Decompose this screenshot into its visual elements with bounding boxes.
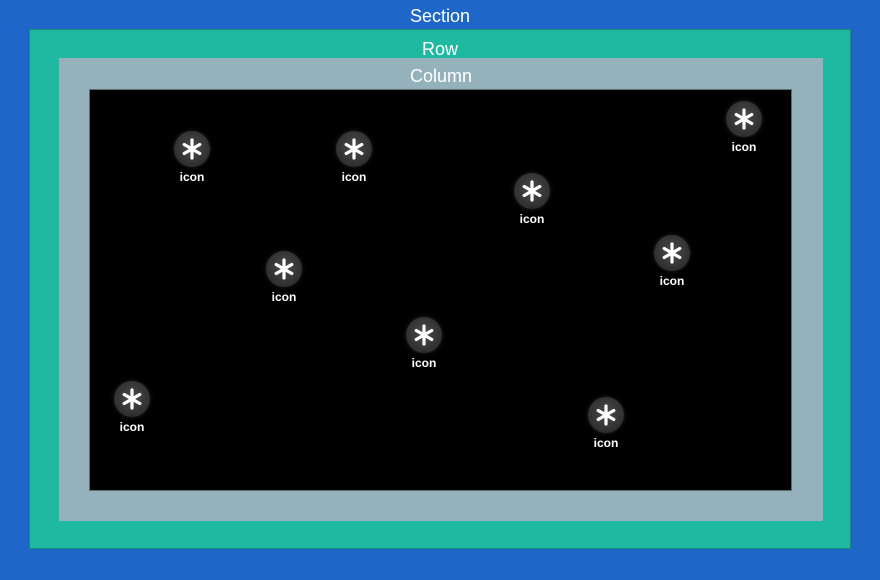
icon-label: icon bbox=[593, 436, 619, 450]
icon-label: icon bbox=[659, 274, 685, 288]
icon-label: icon bbox=[179, 170, 205, 184]
asterisk-icon bbox=[588, 397, 624, 433]
icon-node[interactable]: icon bbox=[642, 235, 702, 291]
icon-node[interactable]: icon bbox=[394, 317, 454, 373]
icon-label: icon bbox=[341, 170, 367, 184]
icon-label: icon bbox=[411, 356, 437, 370]
section-label: Section bbox=[409, 6, 471, 26]
icon-label: icon bbox=[519, 212, 545, 226]
icon-label: icon bbox=[119, 420, 145, 434]
asterisk-icon bbox=[514, 173, 550, 209]
icon-canvas: icon icon icon bbox=[89, 89, 792, 491]
icon-label: icon bbox=[731, 140, 757, 154]
icon-node[interactable]: icon bbox=[324, 131, 384, 187]
asterisk-icon bbox=[654, 235, 690, 271]
asterisk-icon bbox=[266, 251, 302, 287]
icon-node[interactable]: icon bbox=[162, 131, 222, 187]
asterisk-icon bbox=[406, 317, 442, 353]
icon-label: icon bbox=[271, 290, 297, 304]
icon-node[interactable]: icon bbox=[502, 173, 562, 229]
asterisk-icon bbox=[114, 381, 150, 417]
row-container: Row Column icon icon bbox=[29, 29, 851, 549]
row-label: Row bbox=[421, 39, 458, 59]
icon-node[interactable]: icon bbox=[576, 397, 636, 453]
asterisk-icon bbox=[726, 101, 762, 137]
column-container: Column icon icon bbox=[59, 58, 823, 521]
asterisk-icon bbox=[336, 131, 372, 167]
asterisk-icon bbox=[174, 131, 210, 167]
icon-node[interactable]: icon bbox=[714, 101, 774, 157]
icon-node[interactable]: icon bbox=[102, 381, 162, 437]
icon-node[interactable]: icon bbox=[254, 251, 314, 307]
column-label: Column bbox=[409, 66, 473, 86]
